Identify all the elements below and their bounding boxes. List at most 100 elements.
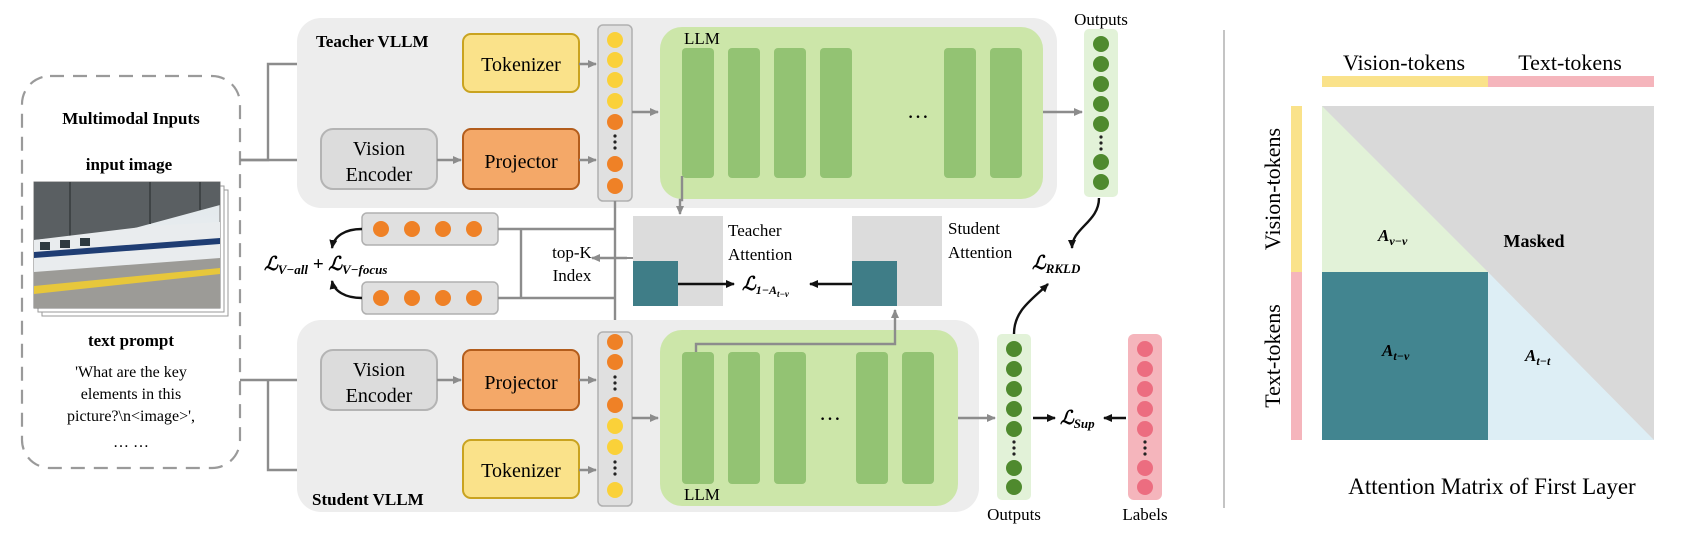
teacher-llm-layer (990, 48, 1022, 178)
student-output-dots (1006, 341, 1022, 495)
teacher-llm-layer (820, 48, 852, 178)
teacher-token-dot-ellipsis (613, 140, 617, 144)
student-title: Student VLLM (312, 490, 424, 509)
loss-sup: ℒSup (1060, 408, 1095, 431)
label-dot-ellipsis (1143, 446, 1147, 450)
student-token-dot (607, 334, 623, 350)
teacher-llm-layer (728, 48, 760, 178)
inputs-heading: Multimodal Inputs (62, 109, 200, 128)
region-vision-vision (1322, 106, 1488, 272)
teacher-feature-dot (404, 221, 420, 237)
teacher-output-dot-ellipsis (1099, 147, 1103, 151)
student-output-dot-ellipsis (1012, 440, 1016, 444)
col-header-text-tokens: Text-tokens (1518, 50, 1622, 75)
teacher-vllm: Teacher VLLM Tokenizer Vision Encoder Pr… (297, 18, 1083, 208)
teacher-output-dot (1093, 36, 1109, 52)
teacher-token-dot-ellipsis (613, 134, 617, 138)
teacher-output-dot (1093, 76, 1109, 92)
teacher-output-dots (1093, 36, 1109, 190)
teacher-token-dot (607, 52, 623, 68)
student-outputs-label: Outputs (987, 505, 1041, 524)
student-output-dot (1006, 460, 1022, 476)
row-header-text-tokens: Text-tokens (1260, 304, 1285, 408)
teacher-llm-layer (682, 48, 714, 178)
teacher-vision-encoder-label-2: Encoder (346, 164, 413, 186)
student-llm-layer (902, 352, 934, 484)
a-tt-label: At−t (1524, 346, 1551, 368)
student-layers-ellipsis: … (819, 400, 841, 425)
student-output-dot (1006, 381, 1022, 397)
student-output-dot (1006, 421, 1022, 437)
student-attention-label-1: Student (948, 219, 1000, 238)
student-llm-layer (728, 352, 760, 484)
topk-label-1: top-K (552, 243, 592, 262)
matrix-caption: Attention Matrix of First Layer (1348, 474, 1636, 499)
student-output-dot (1006, 341, 1022, 357)
prompt-line-2: elements in this (81, 386, 181, 403)
loss-attention: ℒ1−At−v (742, 274, 790, 299)
row-header-vision-tokens: Vision-tokens (1260, 128, 1285, 250)
input-image (33, 181, 229, 317)
teacher-outputs-label: Outputs (1074, 10, 1128, 29)
masked-label: Masked (1503, 231, 1564, 251)
teacher-output-dot (1093, 96, 1109, 112)
teacher-feature-dot (466, 221, 482, 237)
prompt-line-1: 'What are the key (75, 364, 187, 381)
teacher-feature-dot (373, 221, 389, 237)
student-tokenizer-label: Tokenizer (481, 460, 561, 482)
student-output-dot-ellipsis (1012, 452, 1016, 456)
student-llm-layer (774, 352, 806, 484)
teacher-token-dot-ellipsis (613, 146, 617, 150)
student-token-dot-ellipsis (613, 387, 617, 391)
region-text-vision (1322, 272, 1488, 440)
teacher-llm-layer (944, 48, 976, 178)
teacher-token-dot (607, 178, 623, 194)
student-token-dot-ellipsis (613, 472, 617, 476)
student-feature-dot (435, 290, 451, 306)
teacher-output-dot (1093, 174, 1109, 190)
student-llm-layers (682, 352, 934, 484)
student-output-dot (1006, 401, 1022, 417)
teacher-tokenizer-label: Tokenizer (481, 54, 561, 76)
text-prompt-label: text prompt (88, 331, 174, 350)
label-dot (1137, 421, 1153, 437)
teacher-feature-dot (435, 221, 451, 237)
loss-v-all-plus-v-focus: ℒV−all + ℒV−focus (264, 254, 387, 277)
teacher-token-dot (607, 114, 623, 130)
student-feature-dot (466, 290, 482, 306)
student-projector-label: Projector (484, 372, 558, 394)
student-token-dot-ellipsis (613, 381, 617, 385)
teacher-vision-encoder-label-1: Vision (353, 138, 405, 160)
a-vv-label: Av−v (1377, 226, 1408, 248)
label-dots (1137, 341, 1153, 495)
student-token-dot (607, 439, 623, 455)
student-llm-label: LLM (684, 485, 720, 504)
teacher-outputs: Outputs (1074, 10, 1128, 197)
teacher-token-dots (607, 32, 623, 194)
student-vllm: Student VLLM Vision Encoder Projector To… (297, 309, 996, 512)
attention-maps: Teacher Attention Student Attention ℒ1−A… (633, 216, 1013, 306)
teacher-token-column (597, 24, 633, 202)
label-dot (1137, 361, 1153, 377)
student-output-dot (1006, 479, 1022, 495)
student-vision-encoder-label-2: Encoder (346, 385, 413, 407)
prompt-line-3: picture?\n<image>', (67, 408, 195, 425)
feature-dots (373, 221, 482, 306)
student-token-dot-ellipsis (613, 466, 617, 470)
teacher-llm-layer (774, 48, 806, 178)
teacher-output-dot (1093, 154, 1109, 170)
teacher-llm-label: LLM (684, 29, 720, 48)
multimodal-inputs-panel: Multimodal Inputs input image text promp… (20, 74, 242, 470)
student-token-dot (607, 354, 623, 370)
a-tv-label: At−v (1381, 341, 1410, 363)
teacher-title: Teacher VLLM (316, 32, 429, 51)
teacher-token-dot (607, 72, 623, 88)
prompt-line-4: … … (113, 434, 149, 451)
teacher-output-dot-ellipsis (1099, 135, 1103, 139)
student-token-dot-ellipsis (613, 375, 617, 379)
col-header-vision-tokens: Vision-tokens (1343, 50, 1465, 75)
label-dot (1137, 401, 1153, 417)
student-token-dot-ellipsis (613, 460, 617, 464)
student-token-dot (607, 482, 623, 498)
